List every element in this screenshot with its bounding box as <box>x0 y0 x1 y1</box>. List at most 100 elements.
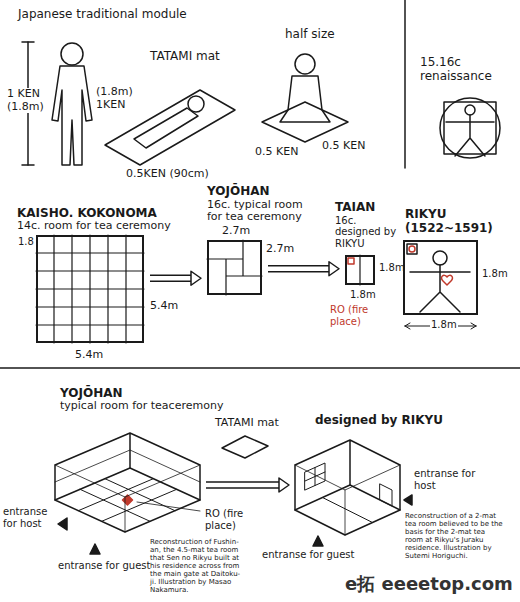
arrow-shaft <box>206 482 280 488</box>
entrance-arrow <box>313 536 323 546</box>
node-heading: designed by RIKYU <box>315 414 445 428</box>
dimension-tick <box>22 164 34 166</box>
entrance-label: entranse for host <box>414 468 478 491</box>
part-name: half size <box>285 28 335 42</box>
dimension-label: (1.8m) 1KEN <box>96 86 140 111</box>
wall-rail <box>55 450 200 482</box>
figure-limbs <box>410 265 470 312</box>
entrance-arrow <box>90 544 100 554</box>
dimension-label: 0.5 KEN <box>322 140 365 153</box>
fire-place-label: RO (fire place) <box>330 304 392 327</box>
dimension-label: 1.8m <box>350 289 376 301</box>
section-title: Japanese traditional module <box>18 8 238 22</box>
room-name: designed by RIKYU <box>315 414 445 428</box>
yojohan-isometric <box>55 433 200 554</box>
half-mat <box>262 54 348 142</box>
front-frame <box>55 465 200 532</box>
entrance-label: entranse for guest <box>262 549 354 561</box>
walls <box>55 433 200 500</box>
grid-lines <box>36 235 144 343</box>
dimension-label: 5.4m <box>150 300 178 313</box>
standing-figure <box>52 43 92 165</box>
flow-arrow <box>150 271 201 285</box>
room-name: YOJŌHAN <box>60 387 260 401</box>
arrow-head <box>329 262 339 276</box>
taian-mats <box>359 255 360 285</box>
divider-line <box>0 367 520 369</box>
fire-place <box>348 258 354 264</box>
figure-body <box>52 66 92 165</box>
room-name: KAISHO. KOKONOMA <box>17 207 182 221</box>
flow-arrow <box>268 262 339 276</box>
vitruvian-man <box>440 98 500 158</box>
window <box>305 463 325 490</box>
tatami-lines <box>323 498 373 523</box>
fire-place-box <box>407 244 417 254</box>
arrow-shaft <box>150 275 192 281</box>
room-description: 16c. designed by RIKYU <box>335 215 399 250</box>
fire-place <box>409 246 415 252</box>
dimension-label: 5.4m <box>75 349 103 362</box>
floor <box>55 468 200 532</box>
room-plan: KAISHO. KOKONOMA14c. room for tea ceremo… <box>36 235 144 343</box>
section-title: 15.16c renaissance <box>420 56 504 84</box>
flow-arrow <box>206 478 289 492</box>
room-plan: YOJŌHAN16c. typical room for tea ceremon… <box>207 240 262 295</box>
node-heading: YOJŌHANtypical room for teaceremony <box>60 387 260 413</box>
heart <box>442 275 453 285</box>
front-frame <box>295 465 400 535</box>
room-description: typical room for teaceremony <box>60 400 260 413</box>
photo-caption: Reconstruction of Fushin-an, the 4.5-mat… <box>150 538 246 594</box>
room-illustration-area: designed by RIKYU <box>295 440 400 535</box>
dimension-label: 1.8m <box>482 268 508 280</box>
dimension-label: 1 KEN (1.8m) <box>6 88 52 113</box>
figure-head <box>433 251 447 265</box>
floor <box>295 485 400 535</box>
part-name: TATAMI mat <box>150 50 220 64</box>
room-name: RIKYU (1522~1591) <box>405 208 490 236</box>
figure-head <box>465 105 475 115</box>
watermark: e拓 eeeetop.com <box>345 574 513 595</box>
entrance-label: entranse for host <box>3 506 57 529</box>
node-heading: YOJŌHAN16c. typical room for tea ceremon… <box>207 185 317 224</box>
tatami-lines <box>78 479 176 522</box>
fire-place-label: RO (fire place) <box>205 508 257 531</box>
figure-head <box>61 43 83 65</box>
room-description: 14c. room for tea ceremony <box>17 220 182 233</box>
room-illustration-area: YOJŌHANtypical room for teaceremony <box>55 433 200 532</box>
node-heading: TAIAN16c. designed by RIKYU <box>335 201 399 249</box>
figure-head <box>295 54 315 74</box>
kneeling-figure <box>280 76 330 122</box>
host-door <box>380 484 392 506</box>
dimension-label: 1.8m <box>379 262 405 274</box>
dimension-label: 1.8 <box>18 236 34 248</box>
dimension-label: 2.7m <box>266 243 294 256</box>
figure-limbs <box>446 115 494 156</box>
entrance-arrow <box>404 495 412 505</box>
small-tatami <box>222 436 268 458</box>
arrow-head <box>279 478 289 492</box>
node-heading: KAISHO. KOKONOMA14c. room for tea ceremo… <box>17 207 182 233</box>
room-plan: RIKYU (1522~1591) <box>403 240 478 315</box>
entrance-arrow <box>58 518 67 530</box>
kaisho-grid <box>36 235 144 343</box>
node-heading: RIKYU (1522~1591) <box>405 208 490 236</box>
dimension-label: 0.5 KEN <box>255 146 298 159</box>
room-plan: TAIAN16c. designed by RIKYU <box>345 255 375 285</box>
dimension-label: 1.8m <box>430 319 458 331</box>
dimension-tick <box>22 41 34 43</box>
room-name: TAIAN <box>335 201 399 215</box>
part-name: TATAMI mat <box>215 417 279 430</box>
room-name: YOJŌHAN <box>207 185 317 199</box>
rikyu-figure <box>407 244 470 312</box>
room-description: 16c. typical room for tea ceremony <box>207 199 317 224</box>
arrow-head <box>191 271 201 285</box>
divider-line <box>404 0 406 168</box>
figure-body <box>134 108 198 148</box>
entrance-label: entranse for guest <box>58 560 150 572</box>
vitruvian-circle <box>440 98 500 158</box>
leader-line <box>137 502 200 511</box>
